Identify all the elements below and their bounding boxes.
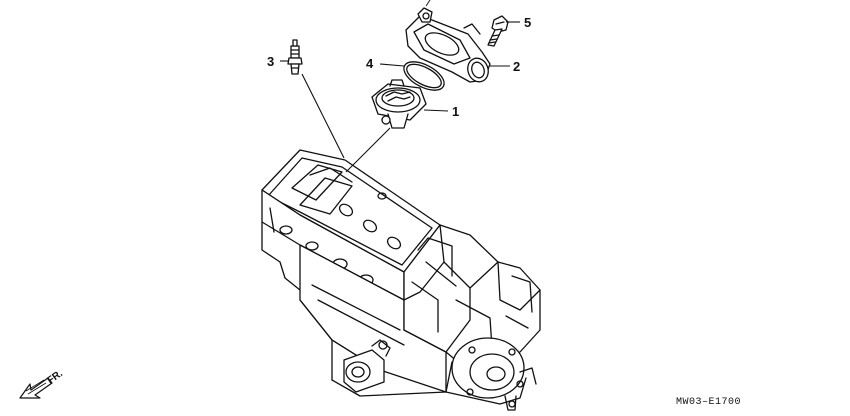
front-arrow-icon: FR. xyxy=(19,368,65,399)
leader-1 xyxy=(423,109,449,112)
part-4-o-ring xyxy=(403,61,445,91)
part-3-sensor xyxy=(287,39,303,75)
callout-1: 1 xyxy=(452,104,459,119)
callout-2: 2 xyxy=(513,59,520,74)
drawing-code: MW03–E1700 xyxy=(676,397,741,408)
callout-3: 3 xyxy=(267,54,274,69)
leader-lines xyxy=(280,0,520,173)
engine-block xyxy=(261,149,541,411)
leader-4 xyxy=(379,63,405,67)
callout-4: 4 xyxy=(366,56,374,71)
part-1-thermostat xyxy=(371,79,427,129)
part-5-bolt xyxy=(487,15,509,47)
leader-cover-top xyxy=(425,0,431,7)
leader-3-engine xyxy=(301,73,345,159)
callout-5: 5 xyxy=(524,15,531,30)
leader-1-engine xyxy=(345,127,391,173)
part-2-cover xyxy=(405,7,491,83)
